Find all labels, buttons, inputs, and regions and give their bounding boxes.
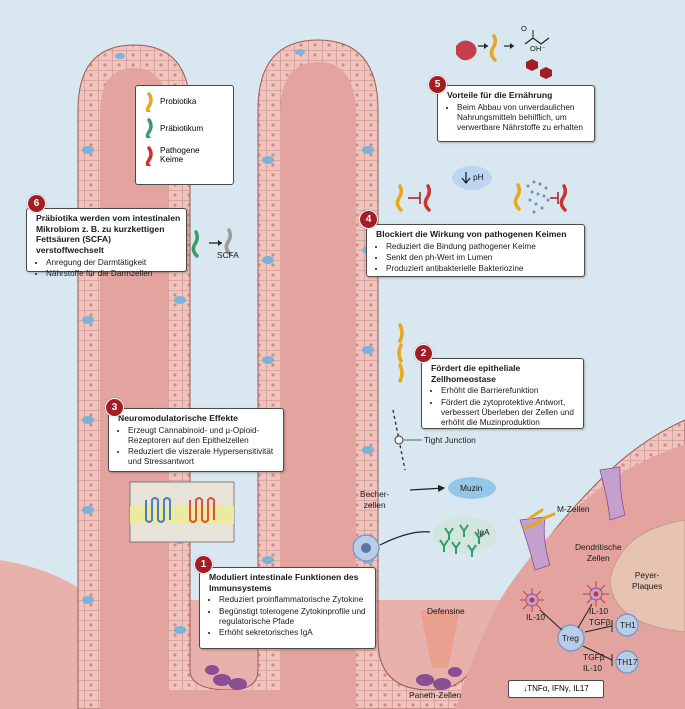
box-5-item: Beim Abbau von unverdaulichen Nahrungsmi… — [457, 103, 588, 134]
box-6-item: Anregung der Darmtätigkeit — [46, 258, 181, 268]
box-immunsystem: Moduliert intestinale Funktionen des Imm… — [199, 567, 376, 649]
box-1-item: Reduziert proinflammatorische Zytokine — [219, 595, 370, 605]
bacteriocin-dots — [526, 180, 550, 214]
box-4-title: Blockiert die Wirkung von pathogenen Kei… — [376, 229, 567, 239]
box-2-item: Erhöht die Barrierefunktion — [441, 386, 578, 396]
dendritische-zellen-label: Dendritische Zellen — [575, 542, 622, 563]
probiotics-on-epithelium — [397, 323, 404, 383]
o-label: O — [521, 24, 527, 33]
marker-3: 3 — [105, 398, 124, 417]
scfa-label: SCFA — [217, 250, 239, 260]
box-1-item: Erhöht sekretorisches IgA — [219, 628, 370, 638]
marker-4: 4 — [359, 210, 378, 229]
il10-left-label: IL-10 — [526, 612, 546, 622]
prebiotic-icon — [191, 230, 200, 258]
tgf-il10-bottom-label: TGFβ IL-10 — [583, 652, 605, 673]
hexagon-molecules — [526, 59, 552, 79]
dendritic-cells — [520, 581, 609, 612]
box-5-title: Vorteile für die Ernährung — [447, 90, 553, 100]
tight-junction-label: Tight Junction — [424, 435, 476, 445]
pathogen-legend-icon — [145, 146, 153, 166]
receptor-illustration — [129, 481, 235, 543]
il10-tgf-right-label: IL-10 TGFβ — [589, 606, 611, 627]
marker-5: 5 — [428, 75, 447, 94]
box-6-title: Präbiotika werden vom intestinalen Mikro… — [36, 213, 181, 256]
box-2-item: Fördert die zytoprotektive Antwort, verb… — [441, 398, 578, 429]
marker-2: 2 — [414, 344, 433, 363]
legend-label-pathogene: Pathogene Keime — [160, 146, 200, 164]
treg-label: Treg — [562, 633, 579, 643]
becherzellen-label: Becher- zellen — [360, 489, 390, 510]
defensine-label: Defensine — [427, 606, 465, 616]
lamina-propria-right — [456, 445, 685, 709]
box-4-item: Senkt den ph-Wert im Lumen — [386, 253, 579, 263]
box-3-item: Reduziert die viszerale Hypersensitivitä… — [128, 447, 278, 468]
food-icon — [456, 40, 477, 61]
prebiotic-legend-icon — [145, 118, 153, 138]
peyer-plaques-label: Peyer- Plaques — [632, 570, 663, 591]
defensine-wedge — [420, 610, 460, 668]
probiotic-legend-icon — [145, 92, 153, 112]
legend-label-praebiotikum: Präbiotikum — [160, 124, 204, 133]
m-cells — [519, 466, 626, 571]
box-praebiotika: Präbiotika werden vom intestinalen Mikro… — [26, 208, 187, 278]
muzin-label: Muzin — [460, 483, 483, 493]
scfa-icon — [224, 228, 233, 256]
ph-label: pH — [473, 172, 484, 182]
box-6-item: Nährstoffe für die Darmzellen — [46, 269, 181, 279]
oh-label: OH⁻ — [530, 44, 546, 53]
paneth-label: Paneth-Zellen — [409, 690, 462, 700]
th17-label: TH17 — [617, 657, 638, 667]
muzin-blob — [448, 477, 496, 499]
box-2-title: Fördert die epitheliale Zellhomeostase — [431, 363, 521, 384]
box-4-item: Produziert antibakterielle Bakteriozine — [386, 264, 579, 274]
box-3-title: Neuromodulatorische Effekte — [118, 413, 238, 423]
cytokine-reduction-box: ↓TNFα, IFNγ, IL17 — [508, 680, 604, 698]
box-pathogene: Blockiert die Wirkung von pathogenen Kei… — [366, 224, 585, 277]
t-cells — [557, 613, 639, 674]
peyer-plaques — [609, 519, 685, 633]
molecule-icon — [524, 37, 550, 45]
box-3-item: Erzeugt Cannabinoid- und µ-Opioid-Rezept… — [128, 426, 278, 447]
legend: Probiotika Präbiotikum Pathogene Keime — [135, 85, 234, 185]
box-1-title: Moduliert intestinale Funktionen des Imm… — [209, 572, 359, 593]
paneth-cells — [205, 665, 462, 690]
box-neuromodulation: Neuromodulatorische Effekte Erzeugt Cann… — [108, 408, 284, 472]
box-ernaehrung: Vorteile für die Ernährung Beim Abbau vo… — [437, 85, 595, 142]
marker-1: 1 — [194, 555, 213, 574]
m-zellen-label: M-Zellen — [557, 504, 590, 514]
ph-drop — [452, 166, 492, 190]
marker-6: 6 — [27, 194, 46, 213]
box-4-item: Reduziert die Bindung pathogener Keime — [386, 242, 579, 252]
box-zellhomeostase: Fördert die epitheliale Zellhomeostase E… — [421, 358, 584, 429]
box-1-item: Begünstigt tolerogene Zytokinprofile und… — [219, 607, 370, 628]
legend-label-probiotika: Probiotika — [160, 97, 197, 106]
th1-label: TH1 — [620, 620, 636, 630]
iga-label: IgA — [477, 527, 490, 537]
